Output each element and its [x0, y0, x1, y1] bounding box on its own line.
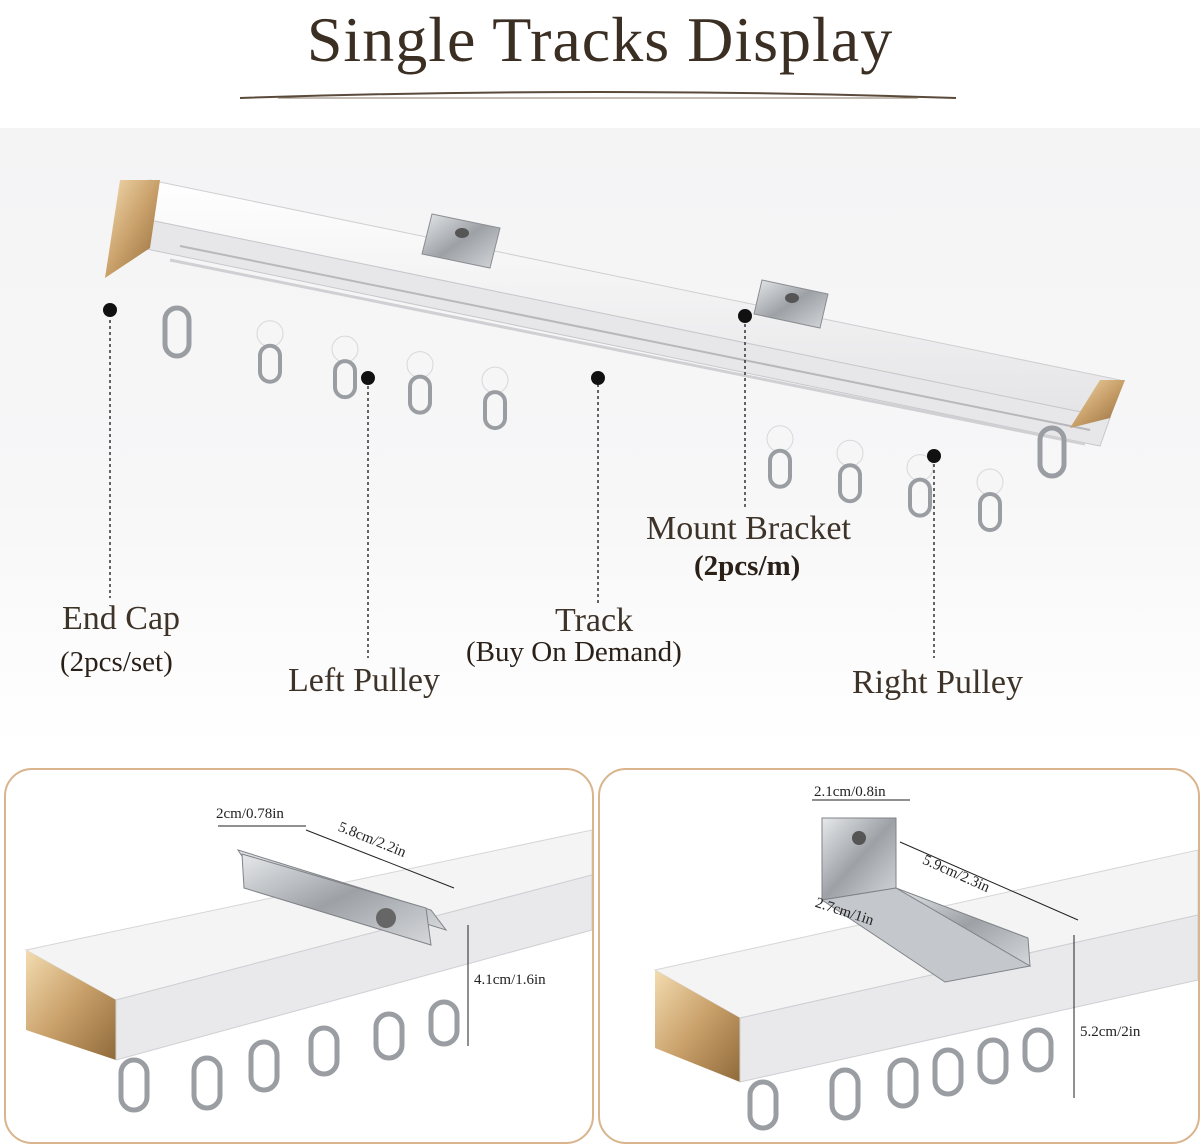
end-cap-right — [1070, 380, 1125, 428]
title-divider — [239, 91, 957, 99]
left-track-height: 4.1cm/1.6in — [474, 972, 546, 988]
end-cap-quantity: (2pcs/set) — [60, 646, 173, 678]
pulley — [766, 425, 794, 489]
left-detail-illustration — [24, 825, 592, 1113]
right-bracket-width: 2.1cm/0.8in — [814, 784, 886, 800]
pulley — [836, 439, 864, 504]
pulley — [256, 320, 284, 384]
end-cap-left — [105, 180, 160, 278]
pulley — [906, 454, 934, 518]
left-bracket-detail: 2cm/0.78in 5.8cm/2.2in 4.1cm/1.6in — [4, 768, 594, 1144]
right-detail-illustration — [653, 799, 1198, 1131]
end-cap-label: End Cap — [62, 600, 181, 637]
mount-bracket-label: Mount Bracket — [646, 510, 851, 547]
track-product-view — [0, 128, 1200, 746]
mount-bracket-1 — [421, 213, 501, 269]
mount-bracket-2 — [753, 279, 829, 329]
right-pulley-label: Right Pulley — [852, 664, 1023, 701]
pulley — [976, 468, 1004, 533]
pulley — [406, 351, 434, 415]
page-title: Single Tracks Display — [306, 4, 894, 75]
pulley — [331, 335, 359, 400]
track-label: Track — [555, 602, 634, 639]
pulley — [481, 366, 509, 431]
right-track-height: 5.2cm/2in — [1080, 1024, 1141, 1040]
left-bracket-width: 2cm/0.78in — [216, 806, 284, 822]
mount-bracket-quantity: (2pcs/m) — [694, 550, 801, 582]
right-bracket-detail: 2.1cm/0.8in 5.9cm/2.3in 2.7cm/1in 5.2cm/… — [598, 768, 1200, 1144]
left-pulley-label: Left Pulley — [288, 662, 441, 699]
track-note: (Buy On Demand) — [466, 636, 682, 668]
pulley-group — [256, 320, 1004, 533]
track-illustration — [103, 179, 1125, 658]
